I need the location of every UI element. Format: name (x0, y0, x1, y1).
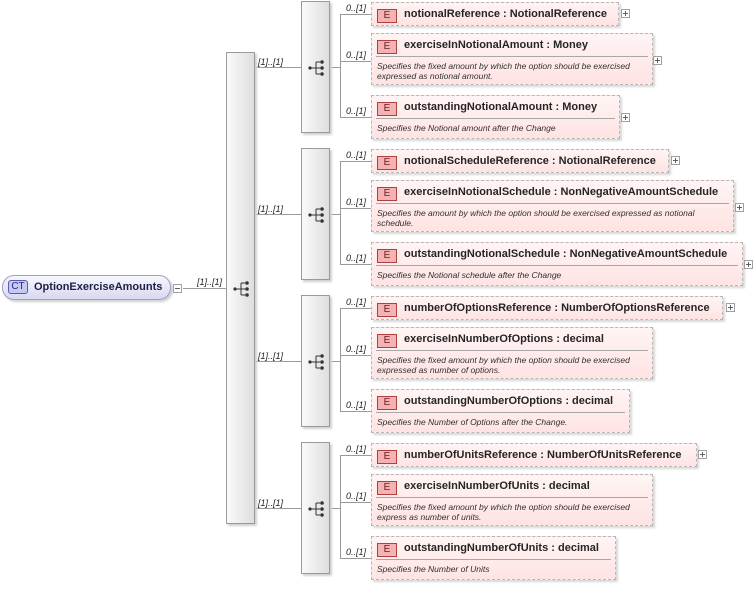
sequence-icon (308, 354, 324, 370)
element-icon: E (377, 450, 397, 464)
sequence-icon (308, 501, 324, 517)
separator (376, 350, 648, 351)
element-name: exerciseInNumberOfUnits : decimal (404, 480, 590, 492)
element-multiplicity: 0..[1] (346, 547, 367, 557)
element-node[interactable]: E outstandingNotionalAmount : Money Spec… (371, 95, 620, 139)
element-icon: E (377, 543, 397, 557)
element-node[interactable]: E outstandingNumberOfUnits : decimal Spe… (371, 536, 616, 580)
collapse-icon[interactable] (173, 284, 182, 293)
separator (376, 497, 648, 498)
element-name: numberOfOptionsReference : NumberOfOptio… (404, 302, 710, 314)
element-multiplicity: 0..[1] (346, 150, 367, 160)
sequence-compositor[interactable] (301, 1, 330, 133)
separator (376, 265, 738, 266)
separator (376, 118, 615, 119)
element-node[interactable]: E notionalScheduleReference : NotionalRe… (371, 149, 669, 173)
complex-type-icon: CT (8, 280, 28, 294)
element-icon: E (377, 40, 397, 54)
sequence-icon (308, 60, 324, 76)
expand-icon[interactable] (653, 56, 662, 65)
element-icon: E (377, 9, 397, 23)
element-icon: E (377, 396, 397, 410)
separator (376, 412, 625, 413)
expand-icon[interactable] (698, 450, 707, 459)
element-name: exerciseInNumberOfOptions : decimal (404, 333, 604, 345)
element-node[interactable]: E outstandingNotionalSchedule : NonNegat… (371, 242, 743, 286)
element-description: Specifies the fixed amount by which the … (377, 355, 630, 375)
sequence-compositor[interactable] (301, 442, 330, 574)
element-node[interactable]: E outstandingNumberOfOptions : decimal S… (371, 389, 630, 433)
element-node[interactable]: E notionalReference : NotionalReference (371, 2, 619, 26)
group-multiplicity: [1]..[1] (258, 204, 284, 214)
element-multiplicity: 0..[1] (346, 344, 367, 354)
element-node[interactable]: E exerciseInNumberOfOptions : decimal Sp… (371, 327, 653, 379)
element-name: outstandingNotionalAmount : Money (404, 101, 598, 113)
element-name: outstandingNumberOfUnits : decimal (404, 542, 599, 554)
element-icon: E (377, 102, 397, 116)
expand-icon[interactable] (621, 9, 630, 18)
element-node[interactable]: E exerciseInNotionalAmount : Money Speci… (371, 33, 653, 85)
root-multiplicity: [1]..[1] (197, 277, 223, 287)
expand-icon[interactable] (621, 113, 630, 122)
element-multiplicity: 0..[1] (346, 444, 367, 454)
complex-type-name: OptionExerciseAmounts (34, 281, 163, 293)
element-name: outstandingNumberOfOptions : decimal (404, 395, 614, 407)
element-multiplicity: 0..[1] (346, 106, 367, 116)
sequence-icon (233, 281, 249, 297)
separator (376, 559, 611, 560)
element-description: Specifies the fixed amount by which the … (377, 61, 630, 81)
sequence-compositor[interactable] (301, 295, 330, 427)
element-multiplicity: 0..[1] (346, 400, 367, 410)
expand-icon[interactable] (671, 156, 680, 165)
element-description: Specifies the amount by which the option… (377, 208, 695, 228)
element-icon: E (377, 249, 397, 263)
complex-type-node[interactable]: CT OptionExerciseAmounts (2, 275, 171, 300)
element-description: Specifies the fixed amount by which the … (377, 502, 630, 522)
expand-icon[interactable] (726, 303, 735, 312)
element-description: Specifies the Number of Options after th… (377, 417, 568, 427)
element-description: Specifies the Number of Units (377, 564, 490, 574)
element-name: notionalScheduleReference : NotionalRefe… (404, 155, 656, 167)
element-icon: E (377, 156, 397, 170)
main-sequence-compositor[interactable] (226, 52, 255, 524)
expand-icon[interactable] (735, 203, 744, 212)
group-multiplicity: [1]..[1] (258, 498, 284, 508)
element-name: numberOfUnitsReference : NumberOfUnitsRe… (404, 449, 682, 461)
element-name: notionalReference : NotionalReference (404, 8, 607, 20)
element-icon: E (377, 303, 397, 317)
group-multiplicity: [1]..[1] (258, 351, 284, 361)
element-node[interactable]: E exerciseInNumberOfUnits : decimal Spec… (371, 474, 653, 526)
element-icon: E (377, 334, 397, 348)
sequence-icon (308, 207, 324, 223)
element-icon: E (377, 187, 397, 201)
element-name: exerciseInNotionalAmount : Money (404, 39, 588, 51)
element-multiplicity: 0..[1] (346, 197, 367, 207)
element-multiplicity: 0..[1] (346, 297, 367, 307)
element-multiplicity: 0..[1] (346, 50, 367, 60)
element-description: Specifies the Notional amount after the … (377, 123, 556, 133)
sequence-compositor[interactable] (301, 148, 330, 280)
group-multiplicity: [1]..[1] (258, 57, 284, 67)
element-multiplicity: 0..[1] (346, 3, 367, 13)
element-node[interactable]: E numberOfOptionsReference : NumberOfOpt… (371, 296, 723, 320)
element-node[interactable]: E exerciseInNotionalSchedule : NonNegati… (371, 180, 734, 232)
element-multiplicity: 0..[1] (346, 491, 367, 501)
separator (376, 203, 729, 204)
element-multiplicity: 0..[1] (346, 253, 367, 263)
element-icon: E (377, 481, 397, 495)
expand-icon[interactable] (744, 260, 753, 269)
element-name: exerciseInNotionalSchedule : NonNegative… (404, 186, 719, 198)
element-name: outstandingNotionalSchedule : NonNegativ… (404, 248, 728, 260)
separator (376, 56, 648, 57)
element-description: Specifies the Notional schedule after th… (377, 270, 562, 280)
element-node[interactable]: E numberOfUnitsReference : NumberOfUnits… (371, 443, 697, 467)
